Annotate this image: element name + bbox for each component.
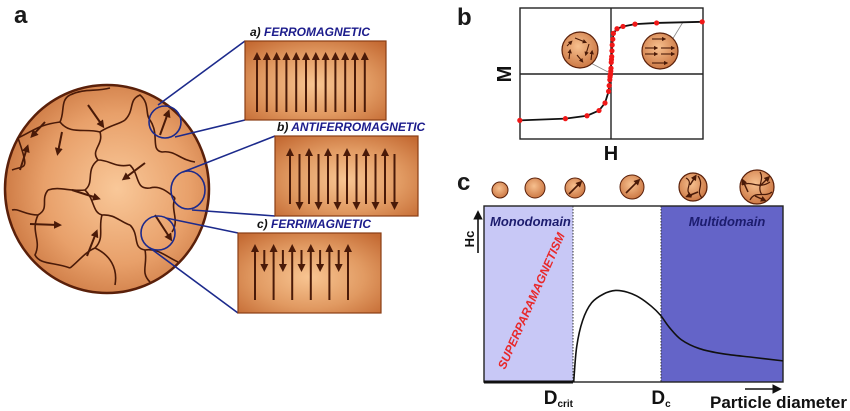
hc-xlabel: Particle diameter [710,393,847,411]
aligned-spin-particle [641,21,684,70]
multidomain-label: Multidomain [689,214,766,229]
ferrimagnetic-label: c) FERRIMAGNETIC [257,217,371,231]
tick-dcrit: Dcrit [544,388,574,410]
monodomain-region [484,206,573,382]
ferromagnetic-label: a) FERROMAGNETIC [250,25,370,39]
tick-dc: Dc [651,388,671,410]
mh-data-point [584,113,590,119]
mh-ylabel: M [494,66,516,83]
hc-ylabel: Hc [462,231,477,248]
multidomain-region [661,206,783,382]
domain-arrows [19,104,173,257]
mh-data-point [610,30,617,36]
ferromagnetic-box: a) FERROMAGNETIC [244,25,387,121]
monodomain-label: Monodomain [490,214,571,229]
callout-circle-ferri [140,215,176,251]
spin-arrows-antiferro [286,148,399,210]
domain-walls [11,87,196,286]
mh-data-point [602,100,608,106]
mh-data-point [654,20,660,26]
callout-lines [149,40,276,314]
mh-data-point [517,117,523,123]
polycrystalline-sphere [3,40,276,314]
panel-letter-a: a [14,2,28,29]
mh-data-point [699,19,705,25]
panel-c: c [457,169,847,411]
panel-b: b H M [457,4,705,165]
mh-data-point [562,116,569,122]
mh-data-point [609,42,615,48]
random-spin-particle [561,31,609,73]
hc-plot-frame [483,205,784,383]
antiferromagnetic-label: b) ANTIFERROMAGNETIC [277,120,426,134]
ferrimagnetic-box: c) FERRIMAGNETIC [237,217,382,314]
mh-data-point [596,107,602,114]
panel-letter-c: c [457,169,470,196]
particle-size-1 [491,181,509,199]
particle-size-2 [524,177,546,199]
antiferromagnetic-box: b) ANTIFERROMAGNETIC [274,120,426,217]
panel-a: a [3,2,426,314]
mh-data-point [606,88,612,94]
hc-curve [572,289,784,383]
particle-size-6 [739,169,775,205]
mh-data-point [632,21,638,27]
spin-arrows-ferri [251,244,352,300]
callout-circle-ferro [148,105,182,139]
particle-size-progression [491,169,775,205]
mh-data-point [606,83,612,89]
mh-data-point [608,65,614,71]
particle-size-5 [678,172,708,202]
mh-data-point [609,54,615,60]
mh-data-point [614,26,620,32]
mh-xlabel: H [604,143,618,165]
mh-data-point [620,23,626,30]
particle-size-4 [619,174,645,200]
callout-circle-antiferro [170,170,206,210]
mh-data-point [610,36,616,42]
mh-curve [517,19,705,123]
mh-data-point [609,48,615,54]
panel-letter-b: b [457,4,472,31]
spin-arrows-ferro [253,52,369,112]
particle-size-3 [564,177,586,199]
